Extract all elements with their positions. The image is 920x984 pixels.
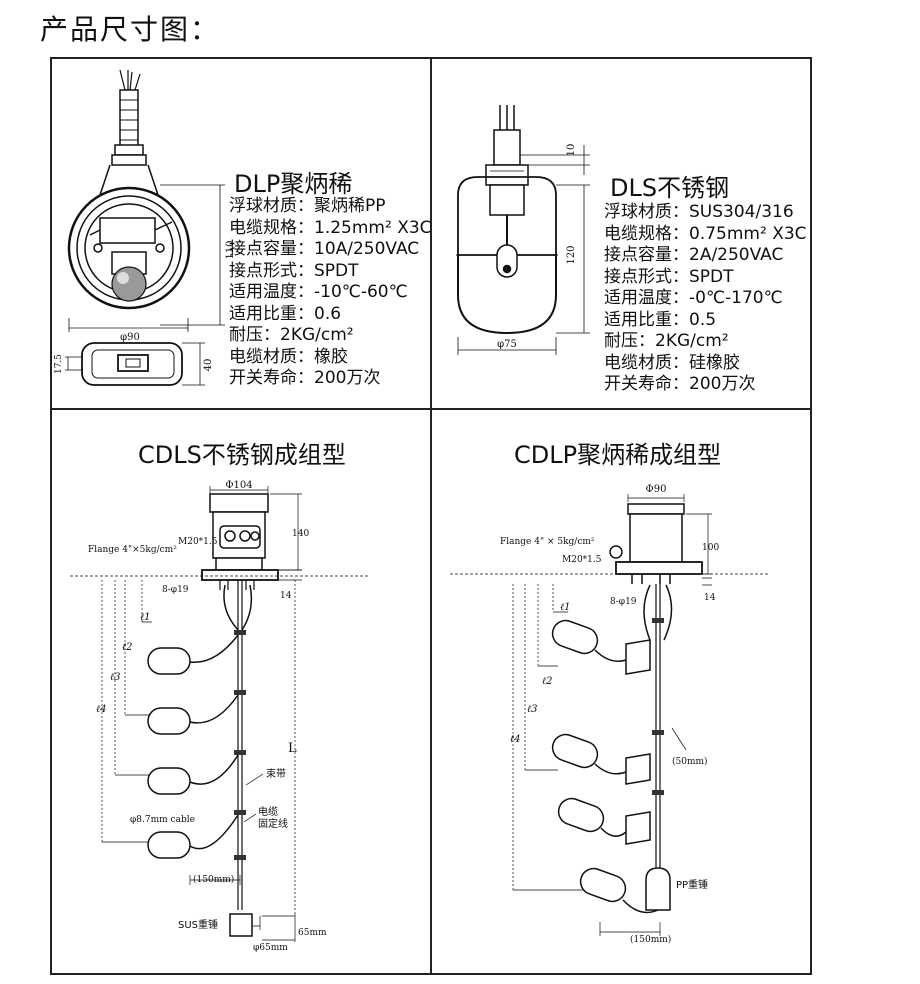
cdls-cable-fix2: 固定线 [258, 817, 288, 830]
cdls-L: L [288, 741, 297, 756]
frame-horizontal-divider [50, 408, 812, 410]
dls-spec-item: 耐压：2KG/cm² [604, 331, 729, 351]
cdls-head-dia: Φ104 [225, 480, 252, 491]
cdls-weight-d: φ65mm [253, 943, 288, 953]
dls-spec-item: 接点容量：2A/250VAC [604, 245, 784, 265]
dlp-spec-item: 适用温度：-10℃-60℃ [229, 282, 408, 302]
cdls-m20: M20*1.5 [178, 537, 218, 547]
cdlp-holes: 8-φ19 [610, 597, 637, 607]
cdls-l1: ℓ1 [140, 612, 151, 623]
cdls-weight-h: 65mm [298, 928, 327, 938]
dlp-drawing: 110 φ90 40 17.5 [54, 69, 236, 386]
dlp-title: DLP聚炳稀 [234, 170, 353, 198]
cdls-cable-fix: 电缆 [258, 805, 278, 818]
dlp-spec-item: 电缆材质：橡胶 [229, 346, 348, 367]
cdlp-offset: (150mm) [630, 934, 671, 945]
cdls-flange: Flange 4"×5kg/cm² [88, 545, 177, 555]
cdlp-weight: PP重锤 [676, 878, 708, 891]
dlp-spec-item: 开关寿命：200万次 [229, 368, 381, 388]
cdlp-title: CDLP聚炳稀成组型 [514, 441, 722, 469]
cdlp-l1: ℓ1 [560, 602, 571, 613]
dlp-spec-item: 浮球材质：聚炳稀PP [229, 196, 386, 216]
dls-drawing: 10 120 φ75 [456, 105, 590, 355]
cdlp-drawing: Φ90 100 Flange 4" × 5kg/cm² M20*1.5 8-φ1… [450, 484, 770, 945]
cdlp-gap: (50mm) [672, 756, 708, 767]
dlp-diameter-dim: φ90 [120, 332, 140, 343]
dls-spec-item: 开关寿命：200万次 [604, 374, 756, 394]
page-title: 产品尺寸图： [40, 13, 221, 46]
cdls-title: CDLS不锈钢成组型 [138, 441, 346, 469]
cdlp-l3: ℓ3 [527, 704, 538, 715]
cdls-weight: SUS重锤 [178, 918, 218, 931]
dls-spec-item: 电缆规格：0.75mm² X3C [604, 223, 807, 244]
dls-spec-item: 适用比重：0.5 [604, 309, 717, 330]
dlp-specs: 浮球材质：聚炳稀PP 电缆规格：1.25mm² X3C 接点容量：10A/250… [229, 196, 432, 390]
dlp-side-height-dim: 40 [203, 359, 214, 372]
dlp-spec-item: 适用比重：0.6 [229, 303, 342, 324]
cdlp-flange-t: 14 [704, 593, 716, 603]
cdls-drawing: Φ104 140 M20*1.5 Flange 4"×5kg/cm² 8-φ19… [70, 480, 370, 953]
cdls-flange-t: 14 [280, 591, 292, 601]
dlp-spec-item: 接点形式：SPDT [229, 260, 359, 281]
dls-spec-item: 电缆材质：硅橡胶 [604, 352, 740, 373]
frame-vertical-divider [430, 57, 432, 975]
dls-spec-item: 适用温度：-0℃-170℃ [604, 288, 783, 308]
cdlp-l2: ℓ2 [542, 676, 553, 687]
dls-height-dim: 120 [566, 245, 577, 264]
cdls-l2: ℓ2 [122, 642, 133, 653]
dls-diameter-dim: φ75 [497, 339, 517, 350]
cdlp-head-height: 100 [702, 543, 719, 553]
cdlp-head-dia: Φ90 [646, 484, 667, 495]
cdls-l4: ℓ4 [96, 704, 107, 715]
dlp-side-small-dim: 17.5 [54, 354, 64, 374]
cdls-offset: (150mm) [193, 874, 234, 885]
dlp-spec-item: 接点容量：10A/250VAC [229, 239, 420, 259]
dlp-spec-item: 电缆规格：1.25mm² X3C [229, 217, 432, 238]
dls-top-dim: 10 [566, 144, 577, 157]
dls-spec-item: 接点形式：SPDT [604, 266, 734, 287]
dlp-height-dim: 110 [225, 240, 236, 259]
dls-specs: 浮球材质：SUS304/316 电缆规格：0.75mm² X3C 接点容量：2A… [604, 202, 807, 396]
cdls-band: 束带 [266, 768, 286, 780]
dlp-spec-item: 耐压：2KG/cm² [229, 325, 354, 345]
cdlp-l4: ℓ4 [510, 734, 521, 745]
cdls-head-height: 140 [292, 529, 309, 539]
dls-spec-item: 浮球材质：SUS304/316 [604, 202, 794, 222]
cdls-cable: φ8.7mm cable [130, 815, 195, 825]
dls-title: DLS不锈钢 [610, 174, 730, 202]
cdls-holes: 8-φ19 [162, 585, 189, 595]
cdls-l3: ℓ3 [110, 672, 121, 683]
cdlp-flange: Flange 4" × 5kg/cm² [500, 537, 595, 547]
cdlp-m20: M20*1.5 [562, 555, 602, 565]
